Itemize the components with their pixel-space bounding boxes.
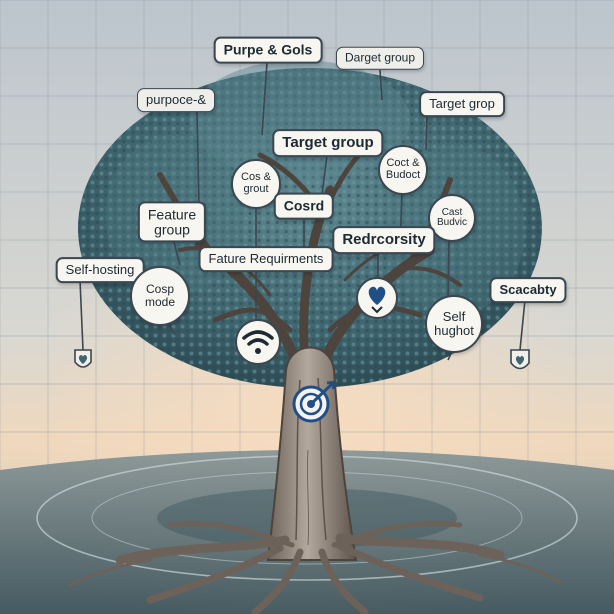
label-redrcorsity: Redrcorsity xyxy=(332,226,436,254)
label-target-group-right: Target grop xyxy=(419,91,505,117)
heart-tag-icon xyxy=(356,277,398,319)
label-scacabty: Scacabty xyxy=(489,277,567,303)
label-purpose: purpoce-& xyxy=(137,88,215,112)
label-feature-group: Feature group xyxy=(137,201,207,243)
label-feature-requirements: Fature Requirments xyxy=(198,246,334,272)
label-target-group-center: Target group xyxy=(272,129,384,157)
tree-roots xyxy=(68,521,562,614)
tree-trunk xyxy=(266,346,358,561)
target-at-icon xyxy=(292,380,336,423)
label-self-hosting: Self-hosting xyxy=(55,257,145,283)
label-cost-mode: Cosp mode xyxy=(130,266,190,326)
label-cost-budget: Coct & Budoct xyxy=(378,145,428,195)
heart-shield-icon xyxy=(74,349,92,368)
label-cosrd: Cosrd xyxy=(273,192,335,220)
label-cost-group: Cos & grout xyxy=(231,159,281,209)
wifi-icon xyxy=(235,319,281,365)
label-darget-group: Darget group xyxy=(335,46,425,70)
label-self-hughot: Self hughot xyxy=(425,295,483,353)
heart-shield-icon xyxy=(510,349,530,370)
label-cost-budvic: Cast Budvic xyxy=(428,194,476,242)
label-purpose-goals: Purpe & Gols xyxy=(213,36,323,64)
